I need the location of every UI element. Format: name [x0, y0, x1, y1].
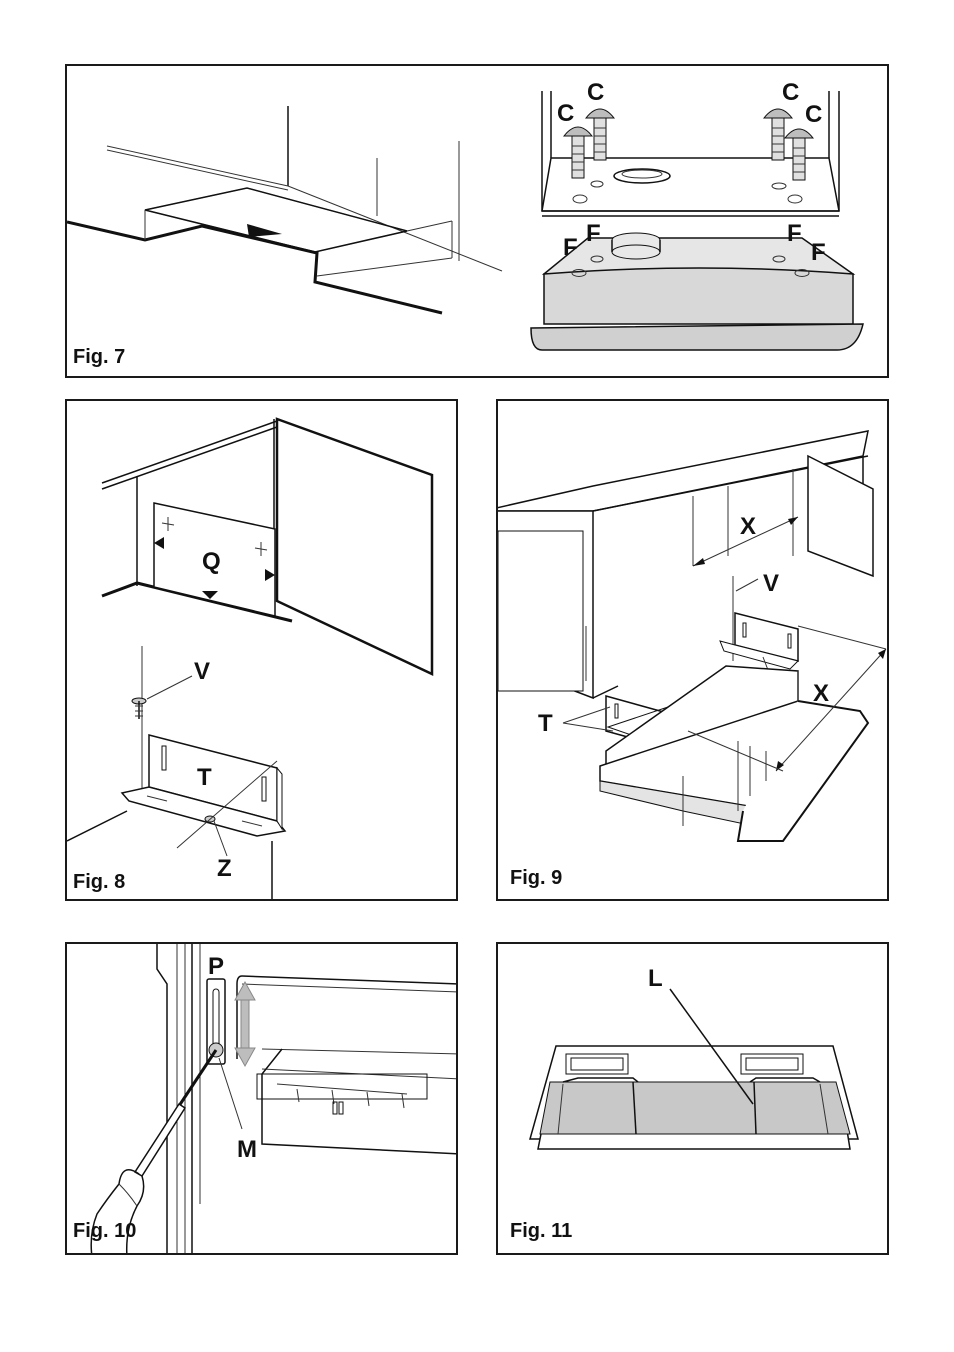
figure-7-panel: C C C C F F F F Fig. 7: [65, 64, 889, 378]
figure-11-drawing: L: [529, 965, 859, 1150]
dimension-x-top: X: [692, 513, 799, 567]
label-c-4: C: [805, 101, 822, 128]
screw-icon: [562, 126, 594, 179]
label-x-2: X: [813, 680, 829, 707]
screw-icon: [783, 128, 815, 181]
label-m: M: [237, 1136, 257, 1163]
arrow-down-icon: [202, 591, 218, 599]
figure-9-panel: X V Z T: [496, 399, 889, 901]
figure-7-caption: Fig. 7: [73, 346, 126, 368]
figure-8-caption: Fig. 8: [73, 871, 126, 893]
label-q: Q: [202, 548, 221, 575]
label-l: L: [648, 965, 663, 992]
label-c-1: C: [557, 100, 574, 127]
label-c-2: C: [587, 79, 604, 106]
figure-8-drawing: Q V T Z: [67, 417, 434, 899]
figure-11-panel: L Fig. 11: [496, 942, 889, 1255]
cabinet-with-template: Q: [101, 417, 434, 676]
arrow-left-icon: [154, 537, 164, 549]
figure-9-drawing: X V Z T: [498, 430, 887, 842]
figure-10-drawing: P M: [90, 944, 456, 1253]
arrow-right-icon: [265, 569, 275, 581]
direction-arrow-icon: [247, 224, 282, 237]
label-f-2: F: [586, 220, 601, 247]
label-v: V: [194, 658, 210, 685]
brackets-and-hood: V Z T: [538, 570, 870, 842]
adjustment-slot: P: [206, 953, 226, 1065]
screw-icon: [131, 697, 147, 719]
label-f-3: F: [787, 220, 802, 247]
mounting-bracket: V T Z: [67, 646, 287, 899]
label-t: T: [538, 710, 553, 737]
figure-7-drawing: C C C C F F F F: [67, 79, 864, 351]
figure-10-panel: P M Fig. 10: [65, 942, 458, 1255]
hood-side-view: [156, 944, 456, 1253]
figure-10-caption: Fig. 10: [73, 1220, 137, 1242]
hood-underside-with-filters: [529, 1045, 859, 1150]
cabinet-row: [498, 430, 874, 700]
figure-9-caption: Fig. 9: [510, 867, 563, 889]
label-f-1: F: [563, 234, 578, 261]
screw-icon: [584, 108, 616, 161]
cabinet-template-illustration: [67, 106, 503, 315]
label-f-4: F: [811, 239, 826, 266]
dimension-x-bottom: X: [687, 625, 887, 772]
label-t: T: [197, 764, 212, 791]
figure-8-panel: Q V T Z: [65, 399, 458, 901]
label-x-1: X: [740, 513, 756, 540]
label-c-3: C: [782, 79, 799, 106]
hood-unit: F F F F: [530, 220, 864, 351]
figure-11-caption: Fig. 11: [510, 1220, 573, 1242]
screw-icon: [762, 108, 794, 161]
screwdriver-icon: [90, 1049, 218, 1253]
label-z: Z: [217, 855, 232, 882]
cabinet-with-screws: C C C C: [541, 79, 840, 217]
label-v: V: [763, 570, 779, 597]
label-p: P: [208, 953, 224, 980]
up-down-arrow-icon: [234, 980, 256, 1068]
